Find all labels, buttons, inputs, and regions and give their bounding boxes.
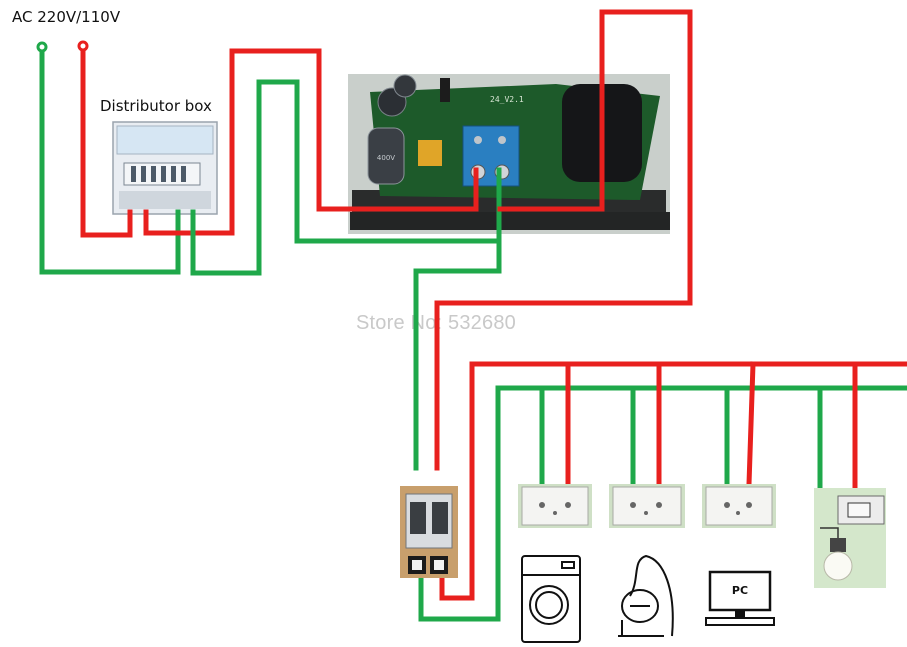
live-wire-ct-loop: [434, 9, 693, 471]
pcb-silkscreen: 24_V2.1: [490, 95, 524, 104]
wall-outlet-3: [702, 484, 776, 528]
supply-voltage-label: AC 220V/110V: [12, 8, 121, 26]
live-drop-3: [746, 361, 756, 487]
distributor-box: [112, 121, 218, 215]
neutral-wire-to-breaker: [413, 238, 502, 471]
neutral-wire-to-meter: [190, 79, 502, 276]
capacitor-text: 400V: [377, 154, 395, 162]
wall-outlet-2: [609, 484, 685, 528]
live-wire-supply: [80, 49, 133, 238]
live-wire-to-meter: [143, 48, 479, 236]
pc-label: PC: [732, 584, 748, 597]
meter-board: 400V 24_V2.1: [348, 74, 670, 234]
light-bulb-icon: [823, 551, 853, 581]
computer-icon: PC: [705, 570, 775, 626]
washing-machine-icon: [521, 555, 581, 643]
vacuum-cleaner-icon: [618, 554, 674, 637]
capacitor-400v: [367, 127, 405, 185]
wall-outlet-1: [518, 484, 592, 528]
terminal-block: [462, 125, 520, 187]
circuit-breaker: [400, 486, 458, 578]
live-supply-terminal: [77, 40, 89, 52]
lamp-switch-panel: [814, 488, 886, 588]
distributor-box-label: Distributor box: [100, 97, 212, 115]
neutral-wire-supply: [39, 49, 181, 275]
live-wire-to-bus: [439, 361, 907, 601]
